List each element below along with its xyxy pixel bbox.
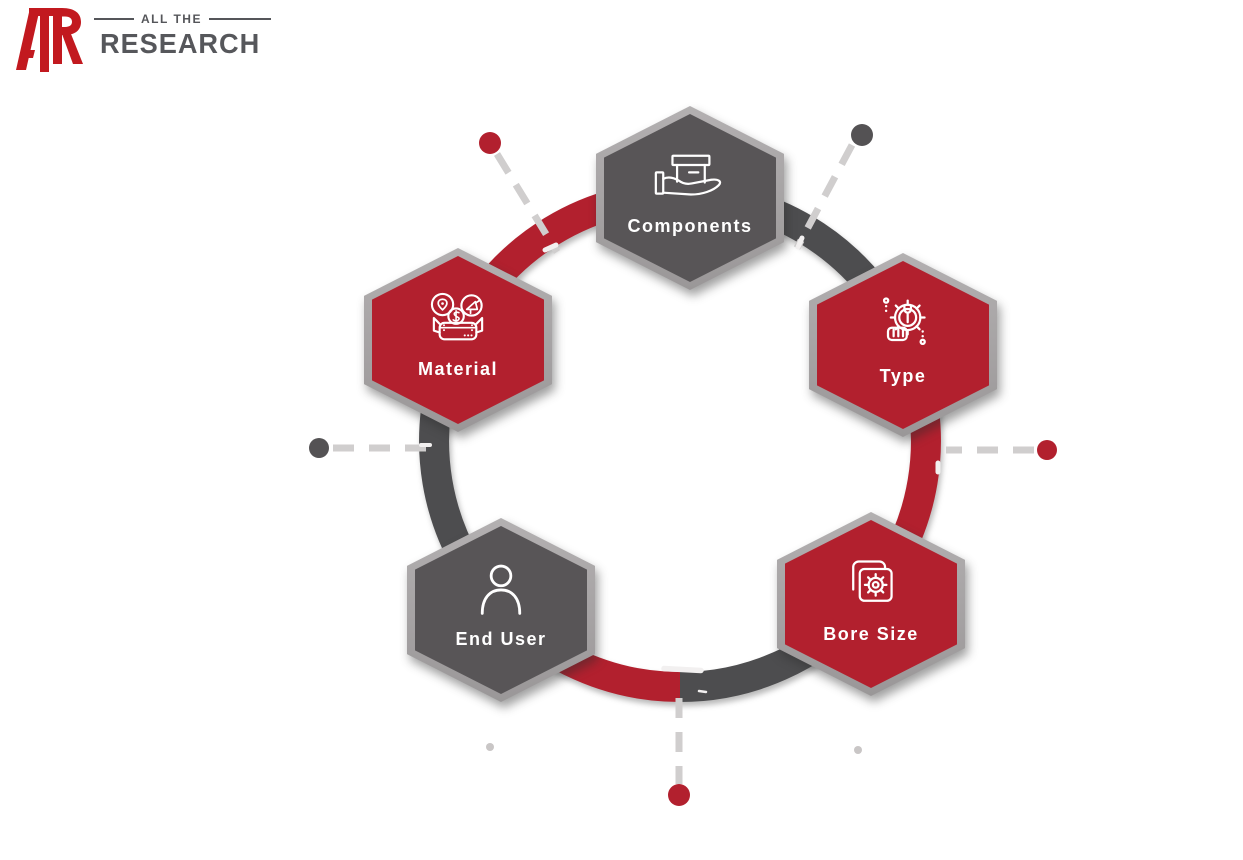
node-material: Material bbox=[364, 248, 552, 432]
box-in-hand-icon bbox=[654, 154, 722, 196]
person-icon bbox=[480, 564, 522, 615]
connector-line-top-left bbox=[494, 152, 560, 254]
hex-frame: Material bbox=[364, 248, 552, 432]
connector-line-top-right bbox=[793, 143, 856, 250]
hex-frame: Bore Size bbox=[777, 512, 965, 696]
node-end-user: End User bbox=[407, 518, 595, 702]
ring-dot-detail bbox=[657, 655, 660, 659]
all-the-research-logo: ALL THE RESEARCH bbox=[14, 6, 271, 74]
logo-tagline: ALL THE bbox=[141, 12, 202, 26]
logo-wordmark: RESEARCH bbox=[100, 28, 261, 59]
marketing-supplies-icon bbox=[430, 292, 484, 340]
ring-tick-bottom-bar bbox=[661, 665, 704, 674]
atr-monogram-icon bbox=[16, 8, 83, 72]
gear-panel-icon bbox=[852, 559, 893, 602]
node-label-components: Components bbox=[627, 215, 753, 236]
connector-dot-bottom bbox=[668, 784, 690, 806]
logo-tagline-row: ALL THE bbox=[94, 12, 271, 26]
gear-wrench-hand-icon bbox=[882, 296, 926, 345]
connector-dot-left bbox=[309, 438, 329, 458]
ring-tick-top-left bbox=[542, 242, 559, 253]
logo-rule-right bbox=[208, 18, 271, 20]
ring-dot-detail bbox=[664, 655, 668, 658]
ring-dot-detail bbox=[649, 656, 653, 659]
node-label-type: Type bbox=[879, 365, 927, 386]
hex-frame: Components bbox=[596, 106, 784, 290]
node-label-bore-size: Bore Size bbox=[823, 623, 919, 644]
node-components: Components bbox=[596, 106, 784, 290]
ring-tick-bottom-small bbox=[697, 689, 708, 694]
hex-frame: Type bbox=[809, 253, 997, 437]
node-label-end-user: End User bbox=[455, 628, 547, 649]
decor-dot-bottom-left bbox=[486, 743, 494, 751]
node-bore-size: Bore Size bbox=[777, 512, 965, 696]
decor-dot-bottom-right bbox=[854, 746, 862, 754]
connector-dot-top-right bbox=[851, 124, 873, 146]
hex-frame: End User bbox=[407, 518, 595, 702]
connector-dot-right bbox=[1037, 440, 1057, 460]
node-type: Type bbox=[809, 253, 997, 437]
node-label-material: Material bbox=[417, 358, 499, 379]
connector-dot-top-left bbox=[479, 132, 501, 154]
ring-tick-top-right bbox=[795, 235, 805, 250]
logo-rule-left bbox=[94, 18, 134, 20]
